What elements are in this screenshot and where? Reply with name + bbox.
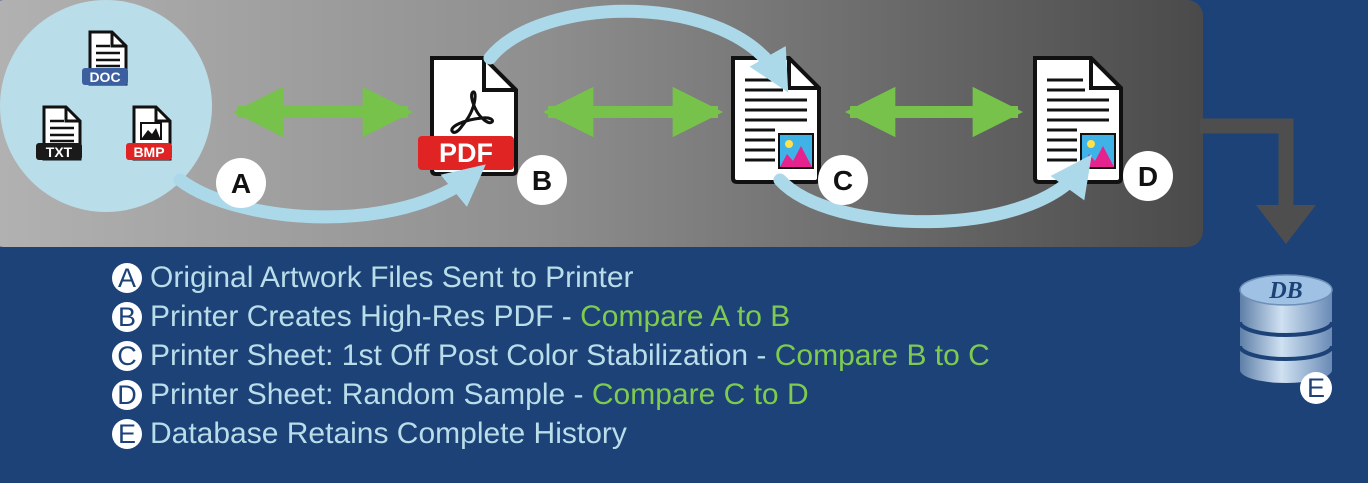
stage-badge-c: C [818, 155, 868, 205]
doc-file-icon: DOC [82, 30, 128, 86]
legend-text-e: Database Retains Complete History [150, 417, 627, 450]
flow-arrow-c-to-d [773, 154, 1092, 229]
store-arrow-head [1256, 205, 1316, 244]
legend-text-b: Printer Creates High-Res PDF - [150, 300, 581, 333]
stage-badge-b-letter: B [532, 165, 552, 196]
txt-file-label: TXT [46, 144, 73, 160]
bmp-file-icon: BMP [126, 105, 172, 161]
stage-badge-d: D [1123, 151, 1173, 201]
stage-badge-a-letter: A [231, 168, 251, 199]
legend-text-a: Original Artwork Files Sent to Printer [150, 261, 634, 294]
legend-badge-d: D [112, 379, 142, 410]
doc-file-label: DOC [89, 69, 120, 85]
legend-item-c: C Printer Sheet: 1st Off Post Color Stab… [112, 336, 990, 375]
legend-text-c: Printer Sheet: 1st Off Post Color Stabil… [150, 339, 775, 372]
legend-compare-b: Compare A to B [580, 300, 791, 333]
pdf-file-label: PDF [439, 138, 493, 168]
bmp-file-label: BMP [133, 144, 164, 160]
flow-arrow-b-to-c [483, 4, 789, 93]
stage-badge-c-letter: C [833, 165, 853, 196]
txt-file-icon: TXT [36, 105, 82, 161]
legend-badge-b: B [112, 301, 142, 332]
legend-badge-e: E [112, 418, 142, 449]
pdf-file-icon: PDF [418, 56, 518, 176]
legend-badge-a: A [112, 262, 142, 293]
stage-badge-a: A [216, 158, 266, 208]
stage-badge-d-letter: D [1138, 161, 1158, 192]
legend-item-a: A Original Artwork Files Sent to Printer [112, 258, 990, 297]
legend-text-d: Printer Sheet: Random Sample - [150, 378, 592, 411]
store-arrow-d-to-e [1200, 118, 1294, 212]
legend-item-e: E Database Retains Complete History [112, 414, 990, 453]
legend-compare-c: Compare B to C [774, 339, 990, 372]
legend-item-b: B Printer Creates High-Res PDF - Compare… [112, 297, 990, 336]
legend-badge-c: C [112, 340, 142, 371]
legend-compare-d: Compare C to D [591, 378, 809, 411]
flow-arrow-a-to-b [173, 164, 486, 224]
database-label: DB [1268, 278, 1302, 304]
stage-badge-b: B [517, 155, 567, 205]
database-icon: DB [1238, 274, 1334, 383]
legend-item-d: D Printer Sheet: Random Sample - Compare… [112, 375, 990, 414]
stage-badge-e: E [1300, 372, 1332, 404]
legend: A Original Artwork Files Sent to Printer… [112, 258, 990, 453]
